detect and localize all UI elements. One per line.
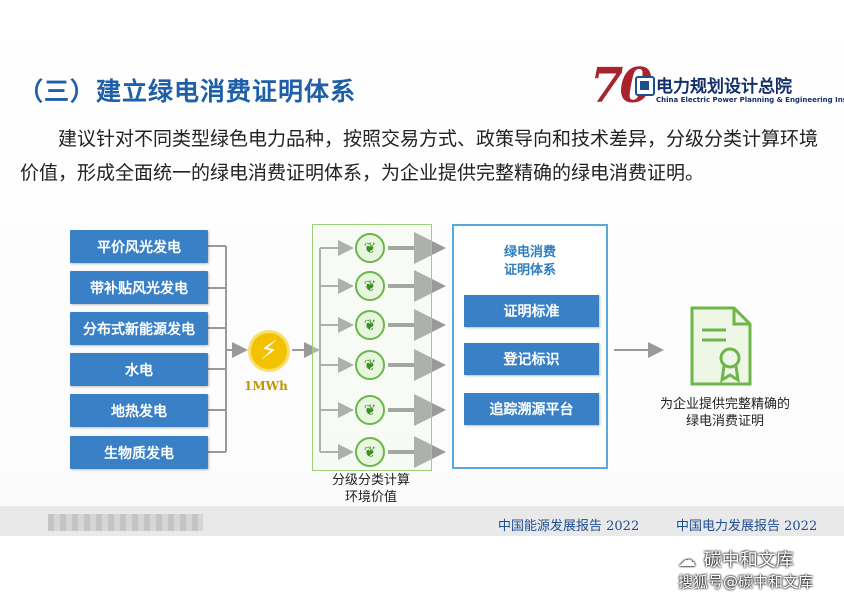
footer-report-power: 中国电力发展报告 2022 <box>676 519 818 534</box>
intro-paragraph: 建议针对不同类型绿色电力品种，按照交易方式、政策导向和技术差异，分级分类计算环境… <box>20 128 819 184</box>
wechat-icon: ☁ <box>678 550 696 571</box>
footer-report-energy: 中国能源发展报告 2022 <box>498 519 640 534</box>
result-caption-line2: 绿电消费证明 <box>685 414 764 429</box>
slide: （三）建立绿电消费证明体系 70 电力规划设计总院 China Electric… <box>0 0 844 532</box>
leaf-icon: ❦ <box>355 271 385 301</box>
certification-system-title: 绿电消费 证明体系 <box>452 244 608 280</box>
source-box-parity-wind-solar: 平价风光发电 <box>70 230 208 263</box>
system-item-standard: 证明标准 <box>464 295 599 327</box>
classification-caption: 分级分类计算 环境价值 <box>316 472 426 506</box>
system-item-tracking-platform: 追踪溯源平台 <box>464 393 599 425</box>
logo-emblem-icon <box>635 76 655 96</box>
source-box-subsidized-wind-solar: 带补贴风光发电 <box>70 271 208 304</box>
leaf-icon: ❦ <box>355 437 385 467</box>
watermark-channel: ☁ 碳中和文库 <box>676 546 794 572</box>
leaf-icon: ❦ <box>355 310 385 340</box>
slide-title: （三）建立绿电消费证明体系 <box>18 77 357 106</box>
certification-title-line1: 绿电消费 <box>503 245 556 260</box>
connector-lines <box>208 232 664 468</box>
result-caption-line1: 为企业提供完整精确的 <box>659 397 790 412</box>
source-box-distributed-renewable: 分布式新能源发电 <box>70 312 208 345</box>
leaf-icon: ❦ <box>355 350 385 380</box>
source-box-geothermal: 地热发电 <box>70 394 208 427</box>
result-caption: 为企业提供完整精确的 绿电消费证明 <box>640 396 810 430</box>
leaf-icon: ❦ <box>355 395 385 425</box>
system-item-registration: 登记标识 <box>464 343 599 375</box>
classification-frame <box>312 224 432 471</box>
logo-name-en: China Electric Power Planning & Engineer… <box>656 96 844 104</box>
watermark-channel-name: 碳中和文库 <box>703 550 794 571</box>
watermark-source: 搜狐号@碳中和文库 <box>678 573 814 591</box>
source-box-biomass: 生物质发电 <box>70 436 208 469</box>
leaf-icon: ❦ <box>355 233 385 263</box>
classification-caption-line2: 环境价值 <box>344 490 397 505</box>
logo-name-cn: 电力规划设计总院 <box>656 77 792 97</box>
certificate-document-icon <box>690 306 752 386</box>
classification-caption-line1: 分级分类计算 <box>331 473 410 488</box>
certification-title-line2: 证明体系 <box>503 263 556 278</box>
blurred-footer-text <box>48 514 203 531</box>
institute-logo: 70 电力规划设计总院 China Electric Power Plannin… <box>588 58 844 116</box>
source-box-hydro: 水电 <box>70 353 208 386</box>
unit-label: 1MWh <box>244 379 288 393</box>
lightning-bolt-icon: ⚡ <box>248 330 290 372</box>
